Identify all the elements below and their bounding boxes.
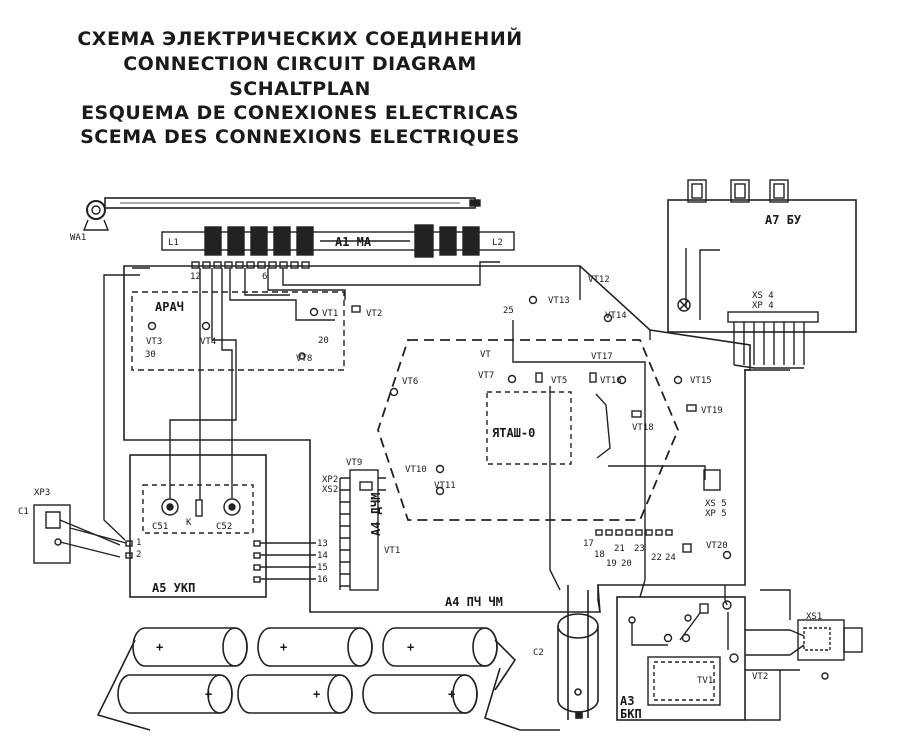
label-vt1-top: VT1 xyxy=(322,309,338,319)
label-l1: L1 xyxy=(168,238,179,248)
label-19: 19 xyxy=(606,559,617,569)
label-pin1: 1 xyxy=(136,538,141,548)
label-xs2: XS2 xyxy=(322,485,338,495)
label-xp3: XP3 xyxy=(34,488,50,498)
label-l2: L2 xyxy=(492,238,503,248)
telescopic-antenna xyxy=(82,197,481,231)
label-pin2: 2 xyxy=(136,550,141,560)
central-module-outline xyxy=(377,339,679,521)
title-spanish: ESQUEMA DE CONEXIONES ELECTRICAS xyxy=(81,102,519,124)
main-board-transistors xyxy=(389,295,732,560)
label-c1: C1 xyxy=(18,507,29,517)
battery-plus-5: + xyxy=(313,687,320,701)
main-board-outline xyxy=(123,265,751,613)
label-a4-dchm: А4 ДЧМ xyxy=(369,493,383,536)
label-22: 22 xyxy=(651,553,662,563)
label-vt15: VT15 xyxy=(690,376,712,386)
label-c52: C52 xyxy=(216,522,232,532)
label-a5-pin-14: 14 xyxy=(317,551,328,561)
label-tv1: TV1 xyxy=(697,676,713,686)
label-xp2: XP2 xyxy=(322,475,338,485)
label-vt5: VT5 xyxy=(551,376,567,386)
label-20b: 20 xyxy=(621,559,632,569)
label-18: 18 xyxy=(594,550,605,560)
label-17: 17 xyxy=(583,539,594,549)
label-20: 20 xyxy=(318,336,329,346)
label-a3-bkp: БКП xyxy=(620,707,642,721)
label-vt10: VT10 xyxy=(405,465,427,475)
label-xs4: XS 4 xyxy=(752,291,774,301)
label-c51: C51 xyxy=(152,522,168,532)
label-a4-pchm: А4 ПЧ ЧМ xyxy=(445,595,503,609)
label-xp4: XP 4 xyxy=(752,301,774,311)
label-vt3: VT3 xyxy=(146,337,162,347)
a7-connector xyxy=(727,311,819,371)
title-german: SCHALTPLAN xyxy=(229,78,371,100)
label-k: К xyxy=(186,518,192,528)
capacitor-c2 xyxy=(557,585,599,720)
a3-module xyxy=(616,596,800,721)
title-english: CONNECTION CIRCUIT DIAGRAM xyxy=(123,53,477,75)
label-a3: А3 xyxy=(620,694,634,708)
label-30: 30 xyxy=(145,350,156,360)
output-jack xyxy=(760,589,863,680)
label-a5-pin-13: 13 xyxy=(317,539,328,549)
c1-connector xyxy=(33,504,127,564)
a7-module xyxy=(667,179,857,333)
label-vt7: VT7 xyxy=(478,371,494,381)
label-am-block: АРАЧ xyxy=(155,300,184,314)
label-a7: A7 БУ xyxy=(765,213,802,227)
label-a5-pin-16: 16 xyxy=(317,575,328,585)
label-vt9: VT9 xyxy=(346,458,362,468)
label-25: 25 xyxy=(503,306,514,316)
label-vt2-bot: VT2 xyxy=(752,672,768,682)
label-c2: C2 xyxy=(533,648,544,658)
label-a1-ma: A1 MA xyxy=(335,235,372,249)
a4-dchm-chip xyxy=(339,469,386,591)
title-russian: СХЕМА ЭЛЕКТРИЧЕСКИХ СОЕДИНЕНИЙ xyxy=(77,28,523,50)
label-vt14: VT14 xyxy=(605,311,627,321)
label-vt19: VT19 xyxy=(701,406,723,416)
label-xs5: XS 5 xyxy=(705,499,727,509)
label-vt2-top: VT2 xyxy=(366,309,382,319)
label-a5: А5 УКП xyxy=(152,581,195,595)
label-6: 6 xyxy=(262,272,267,282)
yatash-module xyxy=(486,391,572,465)
batteries xyxy=(96,627,560,731)
label-vt16: VT16 xyxy=(600,376,622,386)
label-xp5: XP 5 xyxy=(705,509,727,519)
main-board-terminals xyxy=(595,529,692,553)
label-wa1: WA1 xyxy=(70,233,86,243)
battery-plus-6: + xyxy=(448,687,455,701)
label-xs1: XS1 xyxy=(806,612,822,622)
label-12: 12 xyxy=(190,272,201,282)
label-yatash: ЯТАШ-0 xyxy=(492,426,535,440)
label-vt13: VT13 xyxy=(548,296,570,306)
label-24: 24 xyxy=(665,553,676,563)
label-vt1-mid: VT1 xyxy=(384,546,400,556)
magnetic-antenna xyxy=(161,224,515,258)
battery-plus-1: + xyxy=(156,640,163,654)
coil-terminal-row xyxy=(191,261,310,269)
label-vt18: VT18 xyxy=(632,423,654,433)
battery-plus-4: + xyxy=(205,687,212,701)
label-vt17: VT17 xyxy=(591,352,613,362)
battery-plus-3: + xyxy=(407,640,414,654)
label-vt11: VT11 xyxy=(434,481,456,491)
label-a5-pin-15: 15 xyxy=(317,563,328,573)
label-21: 21 xyxy=(614,544,625,554)
label-vt12: VT12 xyxy=(588,275,610,285)
label-23: 23 xyxy=(634,544,645,554)
title-french: SCEMA DES CONNEXIONS ELECTRIQUES xyxy=(80,126,520,148)
battery-plus-2: + xyxy=(280,640,287,654)
label-vt20: VT20 xyxy=(706,541,728,551)
a5-module xyxy=(125,454,267,598)
am-block xyxy=(131,291,345,371)
label-vt6: VT6 xyxy=(402,377,418,387)
label-vt4: VT4 xyxy=(200,337,216,347)
label-vt-t: VT xyxy=(480,350,491,360)
